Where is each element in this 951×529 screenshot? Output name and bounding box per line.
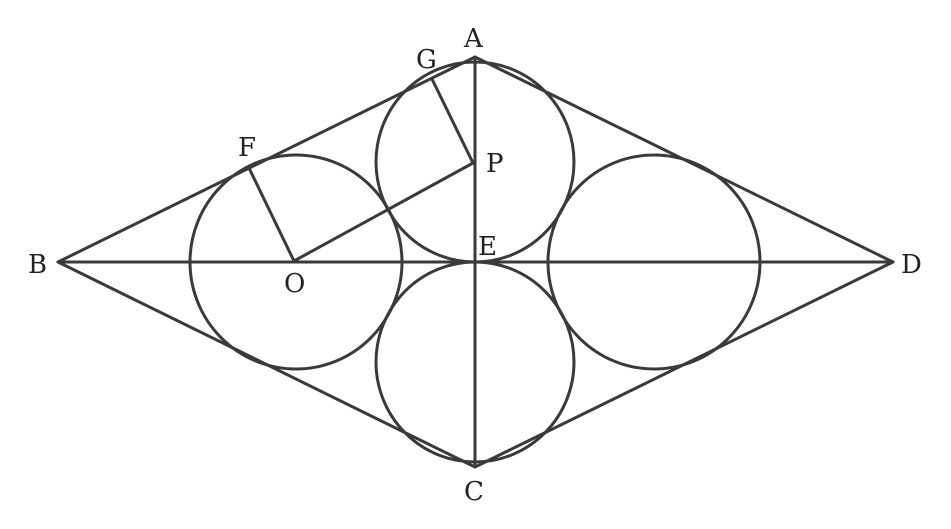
- label-b: B: [28, 250, 47, 280]
- circle-bottom: [374, 260, 576, 464]
- label-p: P: [486, 149, 504, 179]
- segment-pg: [430, 77, 475, 165]
- label-a: A: [463, 24, 484, 54]
- label-f: F: [238, 133, 256, 163]
- label-d: D: [901, 250, 922, 280]
- label-o: O: [284, 269, 305, 299]
- circle-left-o: [188, 153, 404, 371]
- label-g: G: [416, 45, 437, 75]
- circle-right: [546, 153, 762, 371]
- label-e: E: [478, 232, 497, 262]
- segment-op: [292, 161, 475, 263]
- segment-of: [247, 166, 296, 263]
- label-c: C: [464, 477, 484, 507]
